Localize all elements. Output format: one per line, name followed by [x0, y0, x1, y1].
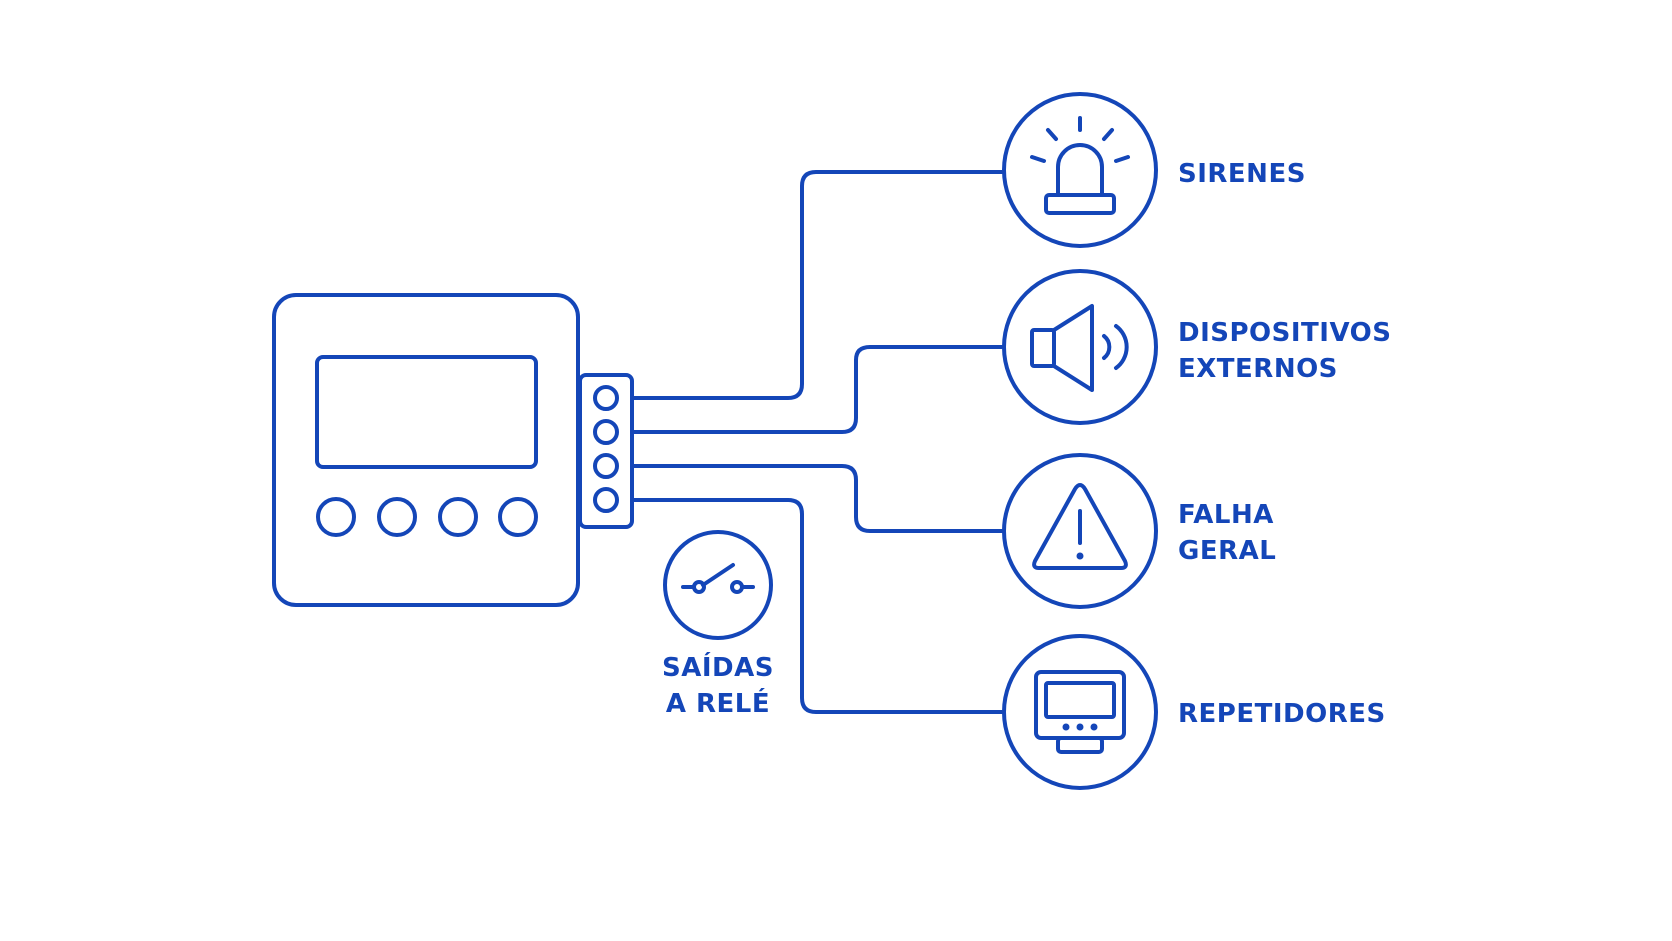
panel-button — [438, 497, 478, 537]
relay-circle — [663, 530, 773, 640]
monitor-icon — [1034, 670, 1126, 754]
speaker-icon — [1030, 304, 1129, 392]
sirenes-label: SIRENES — [1178, 159, 1306, 189]
wire-dispositivos — [630, 345, 1006, 434]
dispositivos-label: DISPOSITIVOS EXTERNOS — [1178, 318, 1392, 384]
sirenes-circle — [1002, 92, 1158, 248]
relay-label: SAÍDAS A RELÉ — [662, 653, 774, 719]
panel-button — [377, 497, 417, 537]
wire-falha — [630, 464, 1006, 533]
repetidores-circle — [1002, 634, 1158, 790]
repetidores-label: REPETIDORES — [1178, 699, 1386, 729]
terminal — [593, 487, 619, 513]
siren-icon — [1030, 116, 1130, 215]
wire-repetidores — [630, 498, 1006, 714]
falha-circle — [1002, 453, 1158, 609]
panel-button — [316, 497, 356, 537]
warning-icon — [1032, 483, 1128, 570]
relay-switch-icon — [681, 563, 755, 594]
dispositivos-circle — [1002, 269, 1158, 425]
control-panel-icon — [272, 293, 580, 607]
terminal — [593, 419, 619, 445]
panel-button — [498, 497, 538, 537]
terminal — [593, 385, 619, 411]
wire-sirenes — [630, 170, 1006, 400]
terminal — [593, 453, 619, 479]
terminal-block — [578, 373, 634, 529]
falha-label: FALHA GERAL — [1178, 500, 1277, 566]
